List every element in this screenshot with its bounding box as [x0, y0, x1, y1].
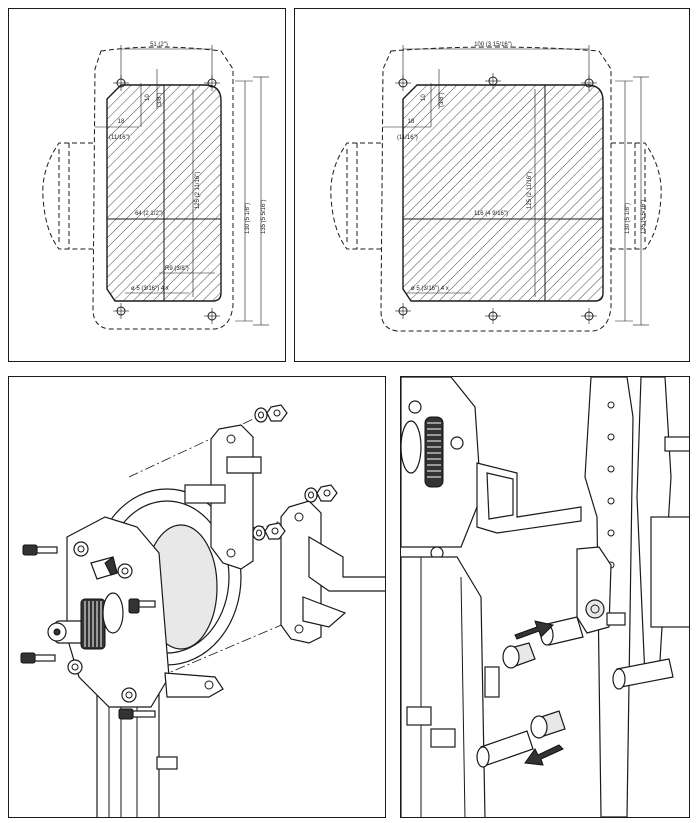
dim-corner-v-frac: (3/8") [157, 93, 163, 107]
mounting-holes [113, 75, 220, 324]
housing-outline-dashed [92, 46, 234, 330]
bracket-detail [476, 462, 582, 534]
drawing-template-large: 100 (3 15/16") 18 (11/16") 10 (3/8") 116… [330, 42, 662, 332]
arrow-remove [524, 744, 564, 766]
gear-knob [47, 556, 124, 650]
dim-radius: R9 (3/8") [165, 266, 189, 272]
bracket-plate-upper [184, 424, 262, 570]
cutout-hatched-area [402, 84, 604, 302]
side-lobe-dashed [42, 142, 93, 250]
dim-holes: ø 5 (3/16") 4 x [131, 286, 169, 292]
dim-corner-h: 18 [408, 119, 415, 125]
dim-inner-height: 125 (2 11/16") [195, 172, 201, 209]
dim-height-1: 130 (5 1/8") [625, 203, 631, 234]
dim-height-1: 130 (5 1/8") [245, 203, 251, 234]
housing-outline-dashed [380, 46, 612, 332]
bracket-plate-lower [280, 500, 385, 644]
dim-corner-v-frac: (3/8") [439, 93, 445, 107]
dim-corner-v: 10 [421, 94, 427, 101]
panel-exploded-assembly [8, 376, 386, 818]
drawing-exploded-assembly [20, 404, 385, 817]
dim-corner-h-frac: (11/16") [109, 135, 130, 141]
dim-holes: ø 5 (3/16") 4 x [411, 286, 449, 292]
dim-height-2: 135 (5 5/16") [641, 200, 647, 235]
dim-corner-h-frac: (11/16") [397, 135, 418, 141]
frame-column [401, 556, 500, 817]
side-lobe-right-dashed [611, 142, 662, 250]
dim-width: 116 (4 9/16") [474, 211, 508, 217]
dim-corner-h: 18 [118, 119, 125, 125]
arrow-insert [514, 620, 554, 640]
dim-inner-height: 125 (2 11/16") [527, 172, 533, 209]
panel-mounting-template-large: 100 (3 15/16") 18 (11/16") 10 (3/8") 116… [294, 8, 690, 362]
screws-left [20, 544, 156, 720]
drawing-assembled-detail [401, 377, 689, 817]
dim-top-width: 51 (2") [150, 42, 168, 48]
drawing-template-small: 51 (2") 18 (11/16") 10 (3/8") 64 (2 1/2"… [42, 42, 269, 330]
dim-corner-v: 10 [145, 94, 151, 101]
dim-height-2: 135 (5 5/16") [261, 200, 267, 235]
side-lobe-left-dashed [330, 142, 381, 250]
motor-housing-detail [401, 377, 482, 560]
panel-assembled-detail [400, 376, 690, 818]
end-caps [502, 642, 566, 739]
lower-flange [164, 672, 224, 698]
dim-width: 64 (2 1/2") [135, 211, 163, 217]
panel-mounting-template-small: 51 (2") 18 (11/16") 10 (3/8") 64 (2 1/2"… [8, 8, 286, 362]
nuts-and-washers [252, 404, 338, 541]
dim-top-width: 100 (3 15/16") [474, 42, 512, 48]
latch-clip [576, 546, 626, 634]
